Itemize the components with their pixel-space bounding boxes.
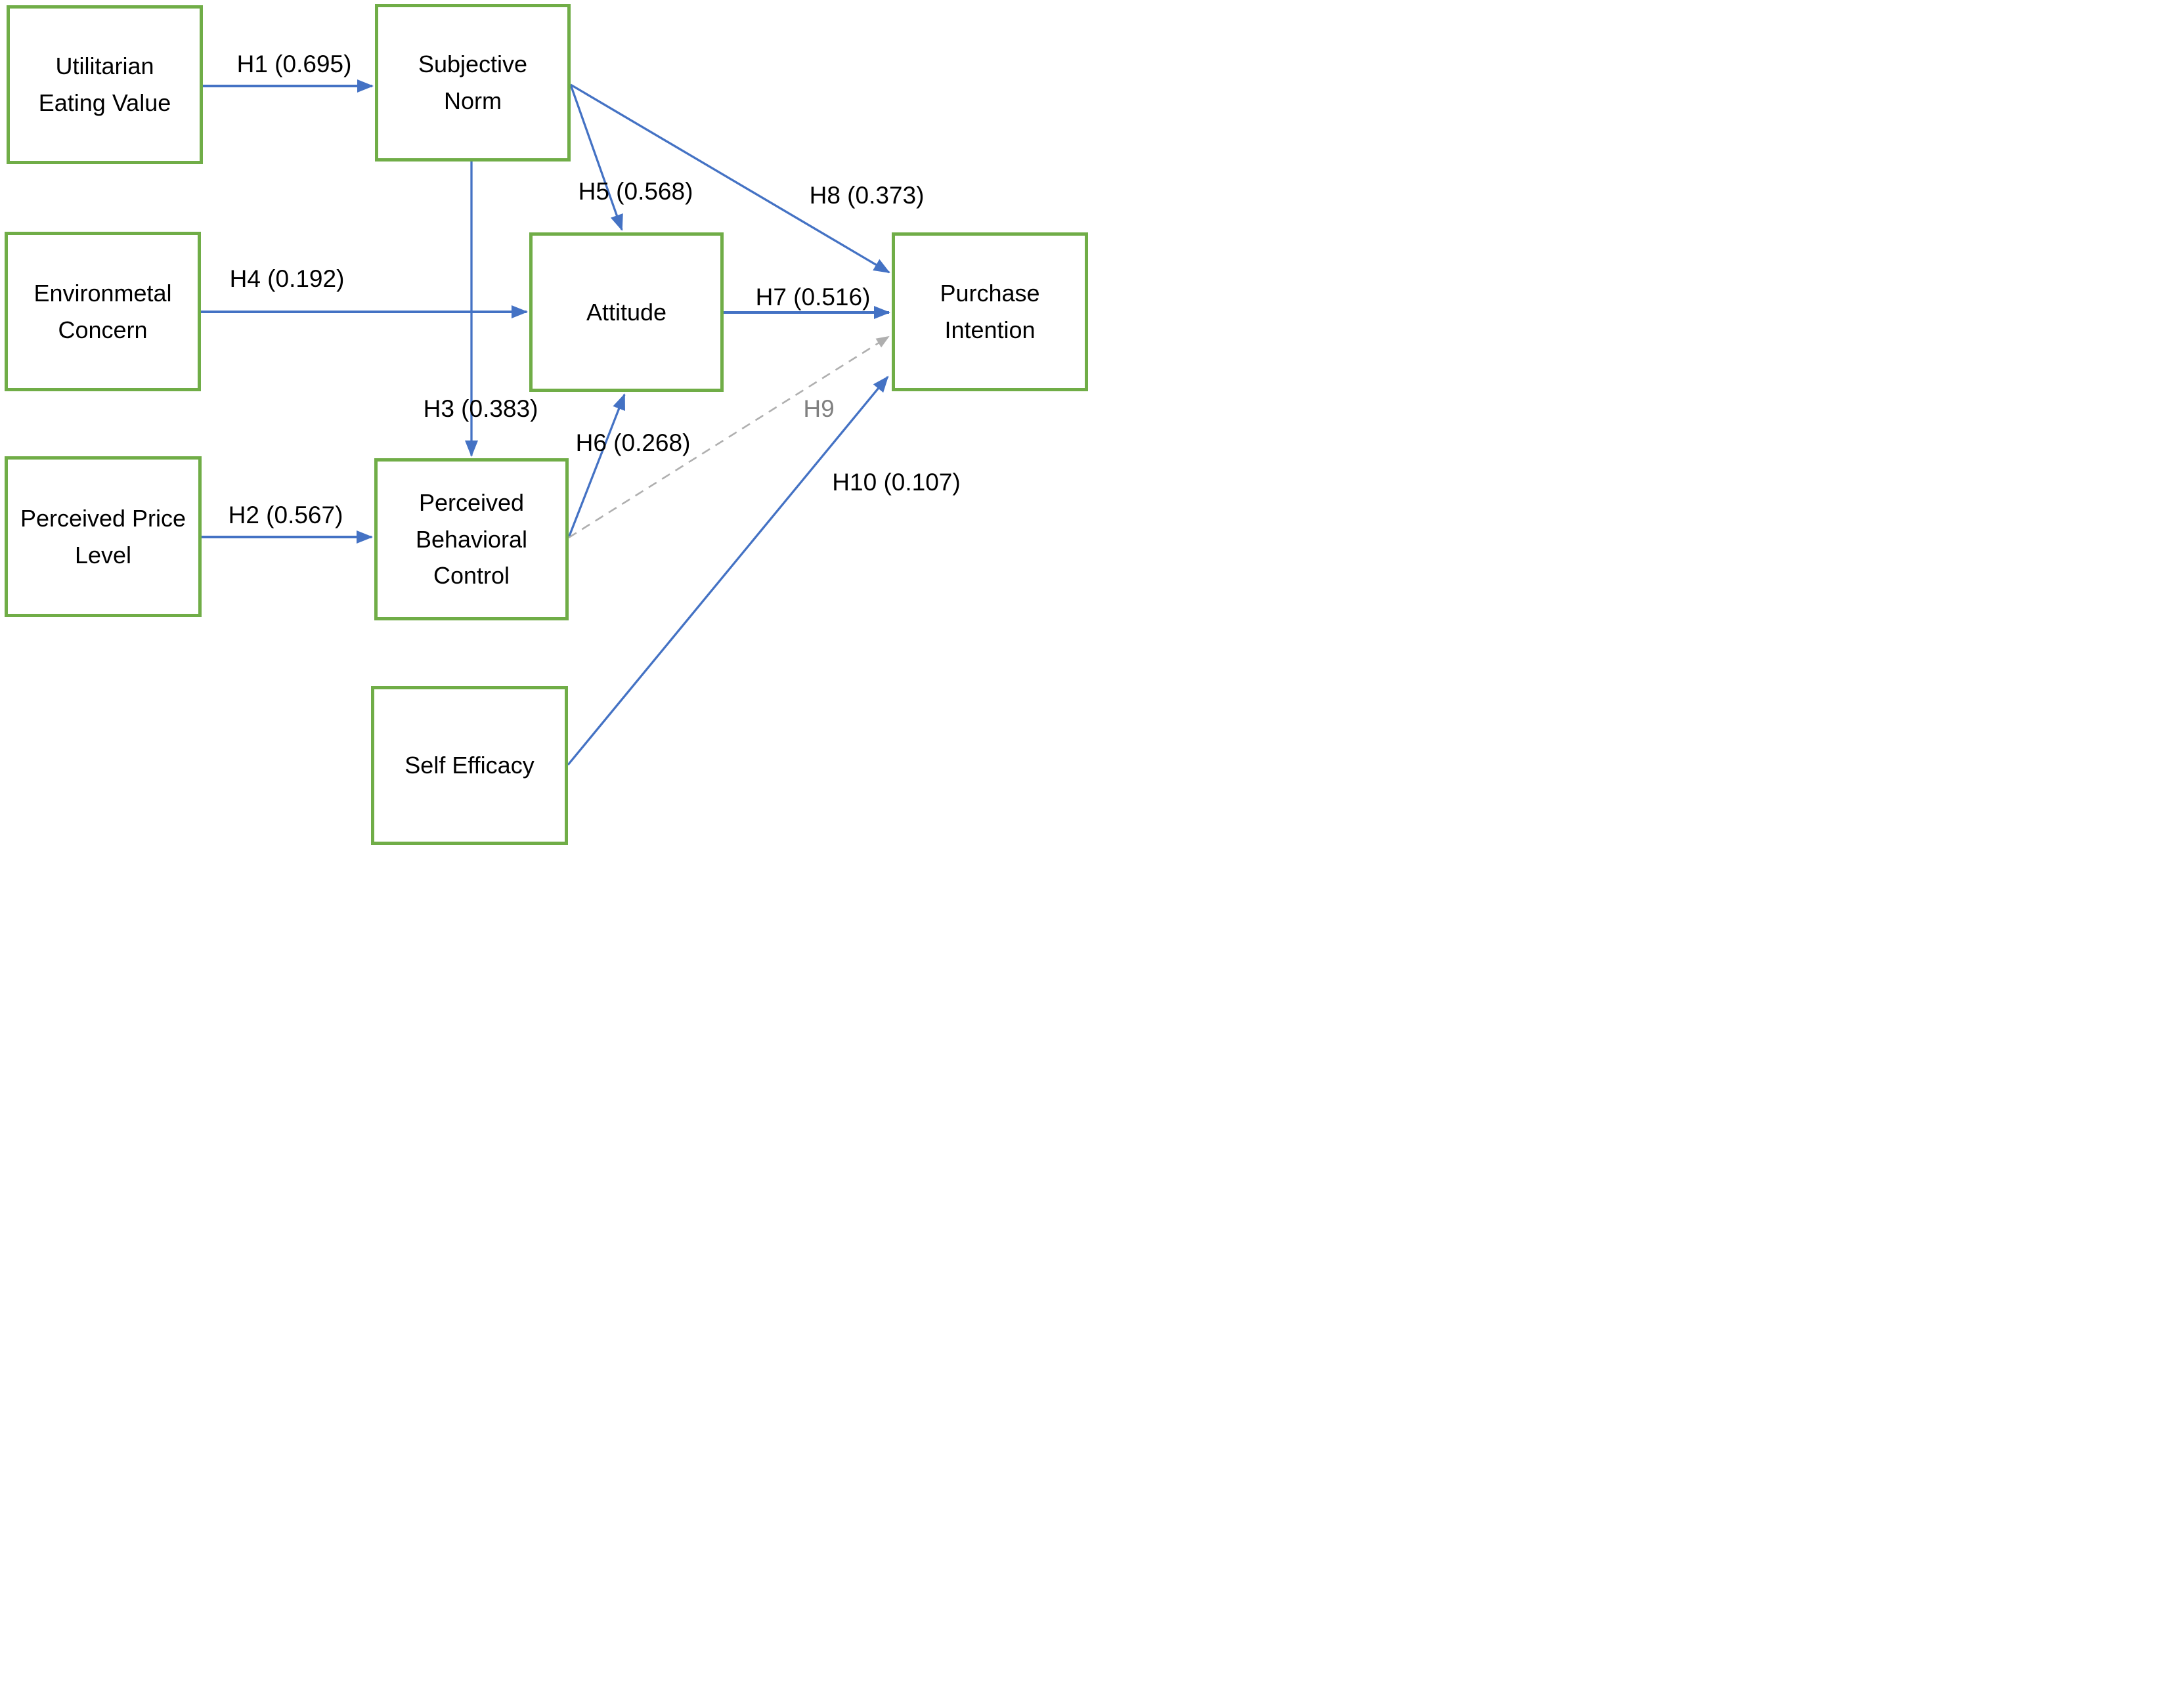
edge-label-h2: H2 (0.567) <box>228 502 343 528</box>
path-model-diagram: Utilitarian Eating Value Subjective Norm… <box>0 0 1092 850</box>
edge-label-h8: H8 (0.373) <box>809 182 925 209</box>
edge-label-h3: H3 (0.383) <box>423 395 538 422</box>
edge-h8-arrow <box>570 83 890 274</box>
node-label-line: Control <box>433 562 510 590</box>
node-label-line: Purchase <box>940 280 1040 307</box>
edge-label-h5: H5 (0.568) <box>578 178 693 205</box>
node-utilitarian-eating-value: Utilitarian Eating Value <box>7 5 203 164</box>
node-purchase-intention: Purchase Intention <box>892 232 1088 391</box>
node-label-line: Norm <box>444 87 502 114</box>
edge-label-h9: H9 <box>803 395 835 422</box>
node-label-line: Environmetal <box>33 279 172 307</box>
node-environmental-concern: Environmetal Concern <box>5 232 201 391</box>
edge-label-h6: H6 (0.268) <box>575 429 691 456</box>
node-label-line: Behavioral <box>415 525 528 553</box>
node-self-efficacy: Self Efficacy <box>371 686 568 845</box>
edge-h6-arrow <box>567 393 626 538</box>
node-label-line: Utilitarian <box>55 53 154 80</box>
node-label-line: Attitude <box>586 298 667 326</box>
edge-label-h1: H1 (0.695) <box>236 51 352 77</box>
node-label-line: Perceived Price <box>20 504 186 532</box>
edge-h10-arrow <box>567 376 889 766</box>
node-attitude: Attitude <box>529 232 724 392</box>
node-label-line: Concern <box>58 316 148 343</box>
edge-label-h4: H4 (0.192) <box>229 265 345 292</box>
arrow-layer <box>201 79 890 766</box>
node-label-line: Eating Value <box>38 89 171 116</box>
node-label-line: Intention <box>944 316 1036 343</box>
node-label-line: Subjective <box>418 51 528 78</box>
node-label-line: Self Efficacy <box>404 752 535 779</box>
node-subjective-norm: Subjective Norm <box>375 4 571 161</box>
node-perceived-price-level: Perceived Price Level <box>5 456 202 617</box>
node-perceived-behavioral-control: Perceived Behavioral Control <box>374 458 569 620</box>
node-label-line: Level <box>74 541 132 569</box>
edge-label-h10: H10 (0.107) <box>832 469 961 496</box>
edge-label-h7: H7 (0.516) <box>755 284 871 311</box>
edge-h5-arrow <box>569 84 623 231</box>
node-label-line: Perceived <box>418 488 525 516</box>
